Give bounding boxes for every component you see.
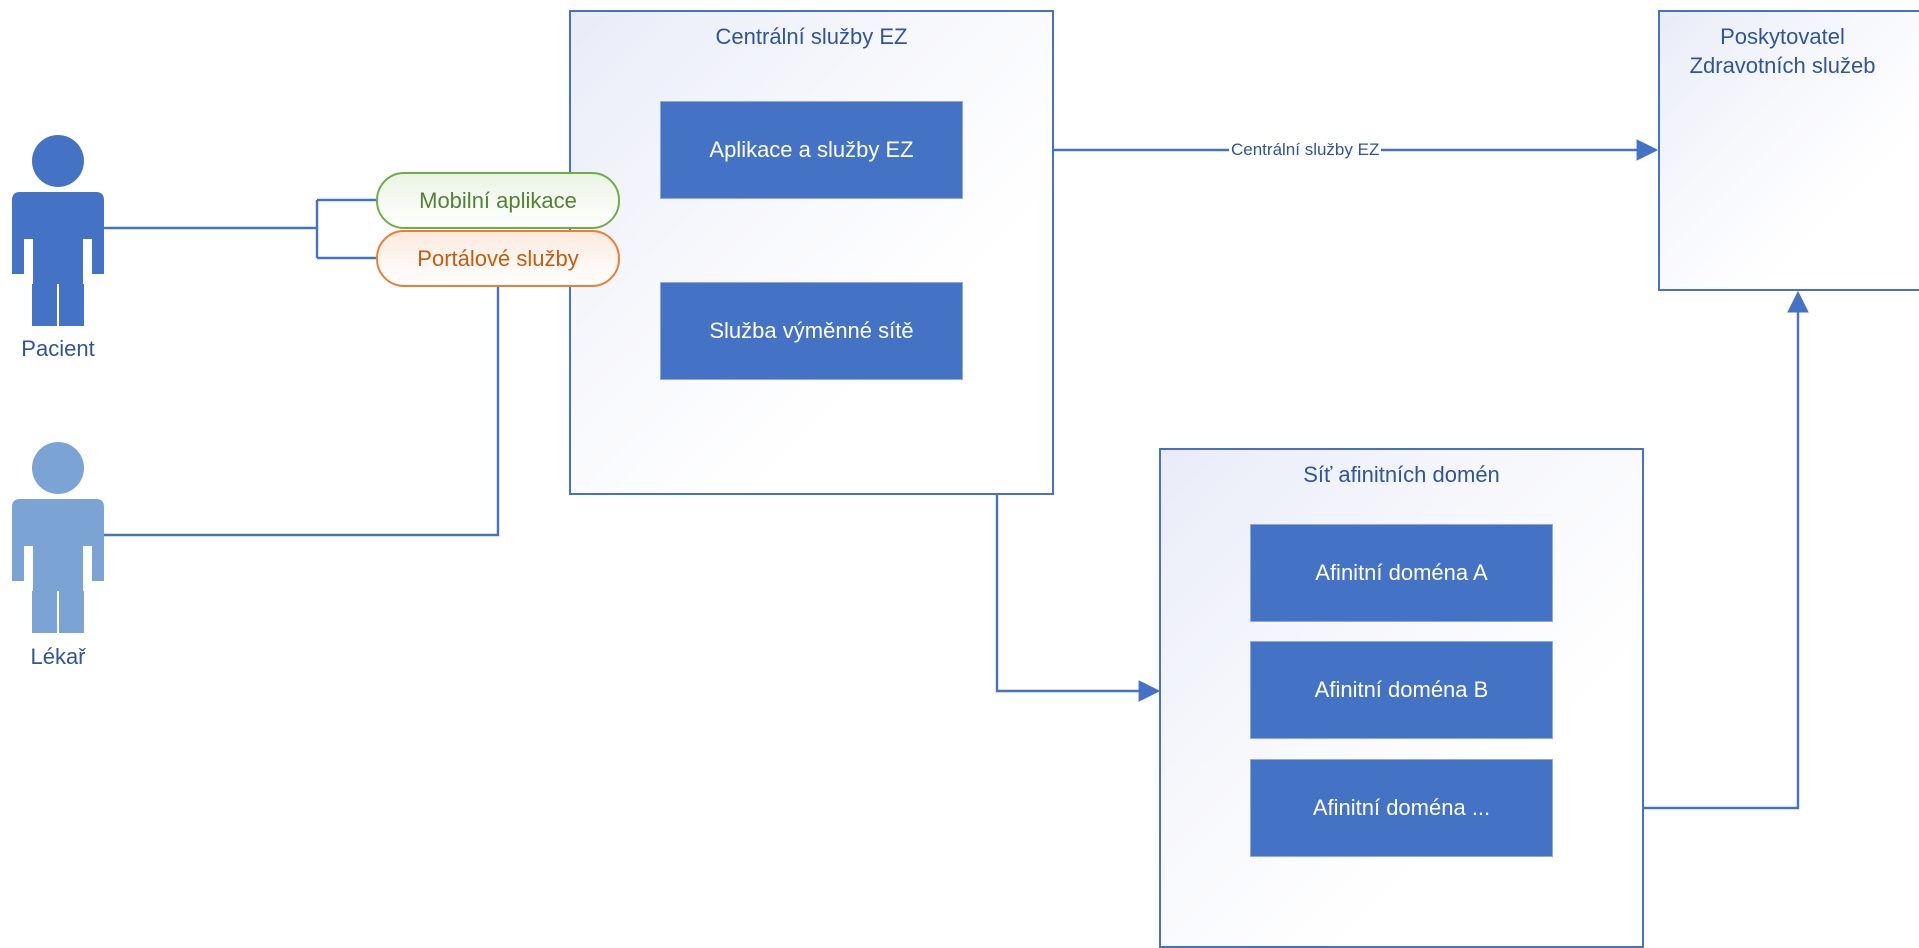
central-services-container: Centrální služby EZ — [569, 10, 1054, 495]
provider-title: Poskytovatel Zdravotních služeb — [1660, 22, 1905, 80]
affinity-domain-b-box[interactable]: Afinitní doména B — [1250, 641, 1553, 739]
doctor-connector — [104, 285, 500, 537]
mobile-app-pill[interactable]: Mobilní aplikace — [376, 172, 620, 229]
patient-connector — [104, 198, 378, 260]
healthcare-provider-container: Poskytovatel Zdravotních služeb — [1658, 10, 1919, 291]
provider-title-line1: Poskytovatel — [1720, 24, 1845, 49]
central-link-label: Centrální služby EZ — [1229, 140, 1382, 160]
provider-title-line2: Zdravotních služeb — [1689, 53, 1876, 78]
apps-services-box[interactable]: Aplikace a služby EZ — [660, 101, 963, 199]
exchange-service-box[interactable]: Služba výměnné sítě — [660, 282, 963, 380]
doctor-icon — [12, 442, 104, 633]
patient-icon — [12, 135, 104, 326]
affinity-domain-a-box[interactable]: Afinitní doména A — [1250, 524, 1553, 622]
affinity-network-title: Síť afinitních domén — [1303, 462, 1500, 487]
patient-label: Pacient — [21, 336, 95, 361]
doctor-label: Lékař — [30, 644, 86, 669]
affinity-domain-more-box[interactable]: Afinitní doména ... — [1250, 759, 1553, 857]
portal-services-pill[interactable]: Portálové služby — [376, 230, 620, 287]
central-services-title: Centrální služby EZ — [715, 24, 908, 49]
